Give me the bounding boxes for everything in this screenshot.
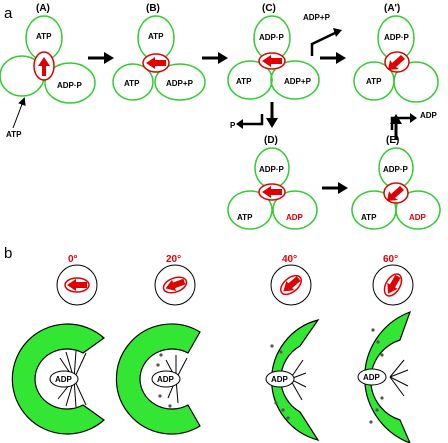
adp-p-out-label: ADP+P xyxy=(303,13,331,22)
svg-text:ADP·P: ADP·P xyxy=(384,33,410,42)
panel-a-label: (A) xyxy=(36,3,50,14)
svg-text:ADP·P: ADP·P xyxy=(259,165,285,174)
rotor-arrow-icon xyxy=(262,55,282,67)
rotor-arrow-icon xyxy=(387,274,401,294)
svg-text:ATP: ATP xyxy=(366,77,382,86)
dial-20 xyxy=(154,264,196,306)
svg-text:ATP: ATP xyxy=(237,213,253,222)
panel-a: (A) ATP ADP·P ATP xyxy=(0,3,96,139)
panel-a-prime: (A') ADP·P ATP xyxy=(353,3,439,103)
panel-d-label: (D) xyxy=(264,135,278,146)
svg-text:ATP: ATP xyxy=(148,32,164,41)
dial-0 xyxy=(56,264,98,306)
p-out-label: P xyxy=(230,121,236,130)
adp-out-label: ADP xyxy=(420,111,438,120)
horseshoe-20: ADP xyxy=(115,323,201,435)
adp-label: ADP xyxy=(55,375,73,384)
panel-d: (D) ADP·P ATP ADP xyxy=(227,135,318,230)
rotor-arrow-icon xyxy=(165,278,186,291)
rotor-arrow-icon xyxy=(38,57,50,76)
angle-label-60: 60° xyxy=(383,254,398,265)
atp-input-label: ATP xyxy=(6,130,22,139)
svg-text:ADP: ADP xyxy=(409,213,427,222)
angle-label-40: 40° xyxy=(282,254,297,265)
svg-text:ADP+P: ADP+P xyxy=(284,77,312,86)
release-arrow-p xyxy=(242,114,264,126)
top-label: ATP xyxy=(36,32,52,41)
panel-b-label: (B) xyxy=(146,3,160,14)
rotor-arrow-icon xyxy=(146,57,166,69)
svg-text:ADP: ADP xyxy=(286,213,304,222)
dial-60 xyxy=(372,264,414,306)
svg-text:ADP: ADP xyxy=(271,375,289,384)
rotor-arrow-icon xyxy=(387,186,404,201)
horseshoe-0: ADP xyxy=(11,323,105,435)
horseshoe-40: ADP xyxy=(265,319,320,441)
svg-text:ADP·P: ADP·P xyxy=(259,33,285,42)
svg-text:ADP·P: ADP·P xyxy=(383,165,409,174)
panel-c-label: (C) xyxy=(262,3,276,14)
svg-text:ADP: ADP xyxy=(157,375,175,384)
svg-text:ADP: ADP xyxy=(363,373,381,382)
subunit-right xyxy=(44,62,96,104)
rotor-arrow-icon xyxy=(67,279,87,291)
release-arrow-adp-p xyxy=(310,31,336,56)
svg-text:ATP: ATP xyxy=(236,77,252,86)
horseshoe-60: ADP xyxy=(357,310,412,443)
panel-c: (C) ADP·P ATP ADP+P xyxy=(227,3,320,100)
panel-a-prime-label: (A') xyxy=(384,3,400,14)
panel-e-label: (E) xyxy=(386,135,399,146)
rotor-arrow-icon xyxy=(262,186,282,198)
rotor-arrow-icon xyxy=(283,276,301,292)
panel-b: (B) ATP ATP ADP+P xyxy=(112,3,206,101)
panel-e: (E) ADP·P ATP ADP xyxy=(351,135,441,230)
section-b-label: b xyxy=(4,245,12,262)
angle-label-20: 20° xyxy=(166,254,181,265)
right-label: ADP·P xyxy=(57,81,83,90)
angle-label-0: 0° xyxy=(68,254,78,265)
atp-input-arrow xyxy=(12,97,26,129)
section-a-label: a xyxy=(4,5,13,22)
svg-text:ATP: ATP xyxy=(361,213,377,222)
svg-text:ADP+P: ADP+P xyxy=(166,79,194,88)
svg-text:ATP: ATP xyxy=(124,79,140,88)
release-arrow-adp xyxy=(390,116,410,130)
dial-40 xyxy=(270,264,312,306)
rotor-arrow-icon xyxy=(388,55,405,70)
